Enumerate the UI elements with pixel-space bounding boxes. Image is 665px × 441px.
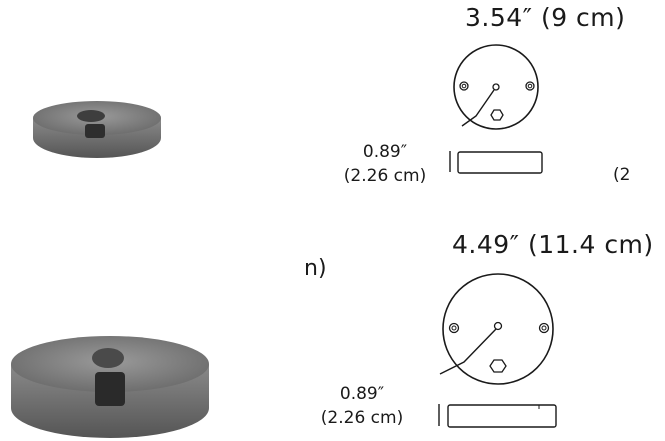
- top-diameter-label: 3.54″ (9 cm): [465, 3, 626, 32]
- bottom-height-label: 0.89″ (2.26 cm): [300, 382, 424, 430]
- bottom-cut-fragment: n): [304, 256, 327, 281]
- top-height-cm: (2.26 cm): [343, 166, 427, 186]
- small-disc-photo: [33, 101, 161, 158]
- bottom-height-cm: (2.26 cm): [320, 408, 404, 428]
- bottom-height-inches: 0.89″: [339, 384, 385, 404]
- top-cut-fragment: (2: [613, 165, 631, 185]
- top-side-view: [449, 151, 543, 174]
- bottom-side-view: [438, 404, 557, 428]
- top-plan-view: [453, 44, 539, 130]
- top-height-label: 0.89″ (2.26 cm): [320, 140, 450, 188]
- bottom-plan-view: [439, 273, 554, 385]
- bottom-diameter-label: 4.49″ (11.4 cm): [452, 230, 654, 259]
- top-height-inches: 0.89″: [362, 142, 408, 162]
- large-disc-photo: [11, 336, 209, 438]
